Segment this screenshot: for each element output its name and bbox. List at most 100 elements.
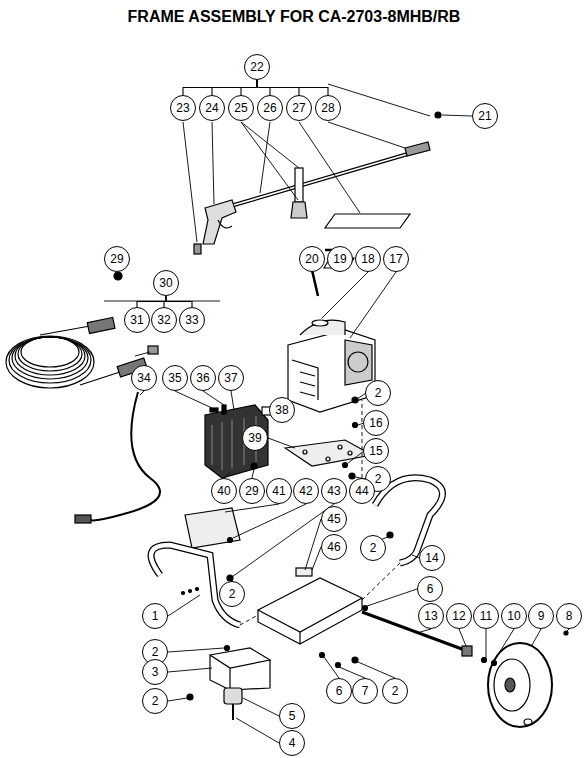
fuel-tank [300, 320, 345, 335]
hose-end [80, 372, 120, 385]
callout-text: 40 [217, 485, 230, 497]
rim [494, 659, 530, 711]
callout-number: 24 [199, 95, 225, 121]
spray-gun [203, 200, 236, 244]
hose-end [40, 326, 90, 335]
callout-text: 22 [250, 61, 263, 73]
callout-text: 30 [159, 277, 172, 289]
recoil-starter [345, 340, 372, 385]
callout-number: 20 [299, 246, 325, 272]
callout-text: 34 [137, 372, 150, 384]
callout-number: 28 [315, 95, 341, 121]
callout-text: 15 [369, 445, 382, 457]
engine [288, 330, 375, 412]
callout-text: 7 [362, 685, 369, 697]
engine-body-line [292, 360, 318, 400]
callout-text: 17 [389, 253, 402, 265]
callout-text: 31 [130, 314, 143, 326]
starter-cover [348, 352, 368, 372]
callout-number: 1 [142, 603, 168, 629]
wand [234, 151, 418, 205]
callout-text: 21 [478, 110, 491, 122]
callout-text: 36 [196, 372, 209, 384]
callout-text: 16 [369, 417, 382, 429]
callout-text: 32 [157, 314, 170, 326]
callout-number: 29 [239, 478, 265, 504]
leader-lines [104, 84, 569, 743]
callout-text: 2 [152, 646, 159, 658]
callout-text: 2 [375, 387, 382, 399]
callout-text: 3 [152, 666, 159, 678]
callout-number: 10 [501, 603, 527, 629]
grip-end [291, 202, 307, 218]
callout-number: 26 [257, 95, 283, 121]
callout-text: 19 [333, 253, 346, 265]
callout-text: 41 [272, 485, 285, 497]
callout-number: 6 [326, 678, 352, 704]
callout-text: 13 [424, 610, 437, 622]
mounting-plate [285, 440, 372, 466]
cable [90, 392, 160, 520]
rubber-foot [224, 688, 242, 704]
callout-number: 8 [556, 603, 582, 629]
callout-text: 9 [538, 610, 545, 622]
bracket-line [212, 80, 257, 95]
callout-number: 34 [131, 365, 157, 391]
callout-number: 23 [170, 95, 196, 121]
callout-text: 12 [452, 610, 465, 622]
callout-number: 31 [124, 307, 150, 333]
callout-number: 17 [383, 246, 409, 272]
callout-number: 5 [279, 703, 305, 729]
callout-text: 39 [248, 432, 261, 444]
callout-number: 7 [352, 678, 378, 704]
callout-number: 12 [446, 603, 472, 629]
callout-number: 16 [363, 410, 389, 436]
callout-number: 41 [266, 478, 292, 504]
callout-text: 2 [392, 685, 399, 697]
callout-text: 6 [427, 583, 434, 595]
callout-text: 24 [205, 102, 218, 114]
callout-number: 2 [360, 535, 386, 561]
belt-guard [185, 508, 240, 548]
callout-number: 3 [142, 659, 168, 685]
callout-text: 5 [289, 710, 296, 722]
callout-number: 40 [211, 478, 237, 504]
callout-number: 39 [242, 425, 268, 451]
callout-text: 23 [176, 102, 189, 114]
callout-text: 11 [480, 610, 492, 622]
gun-inlet [194, 244, 201, 254]
callout-number: 2 [142, 688, 168, 714]
callout-number: 2 [219, 581, 245, 607]
frame-side [258, 598, 362, 644]
cable-end [75, 515, 91, 523]
bolt [232, 704, 234, 720]
bracket-line [241, 80, 257, 95]
bracket-line [257, 80, 328, 95]
callout-text: 44 [355, 485, 368, 497]
callout-text: 35 [168, 372, 181, 384]
callout-text: 18 [361, 253, 374, 265]
callout-text: 28 [321, 102, 334, 114]
callout-number: 19 [327, 246, 353, 272]
callout-number: 36 [190, 365, 216, 391]
frame-deck [258, 578, 362, 632]
nozzle-holder [325, 214, 410, 228]
callout-text: 20 [305, 253, 318, 265]
callout-number: 35 [162, 365, 188, 391]
callout-number: 30 [153, 270, 179, 296]
callout-text: 6 [336, 685, 343, 697]
bracket-line [166, 296, 192, 307]
valve [524, 719, 532, 725]
frame-label [296, 568, 312, 576]
trigger [218, 220, 232, 228]
callout-number: 14 [419, 545, 445, 571]
spacer [462, 646, 472, 656]
callout-number: 32 [151, 307, 177, 333]
callout-text: 2 [152, 695, 159, 707]
callout-number: 21 [472, 103, 498, 129]
bracket-line [183, 80, 257, 95]
callout-text: 2 [375, 473, 382, 485]
pump [205, 405, 268, 478]
foot-bracket [210, 648, 270, 690]
coupler [148, 346, 158, 354]
